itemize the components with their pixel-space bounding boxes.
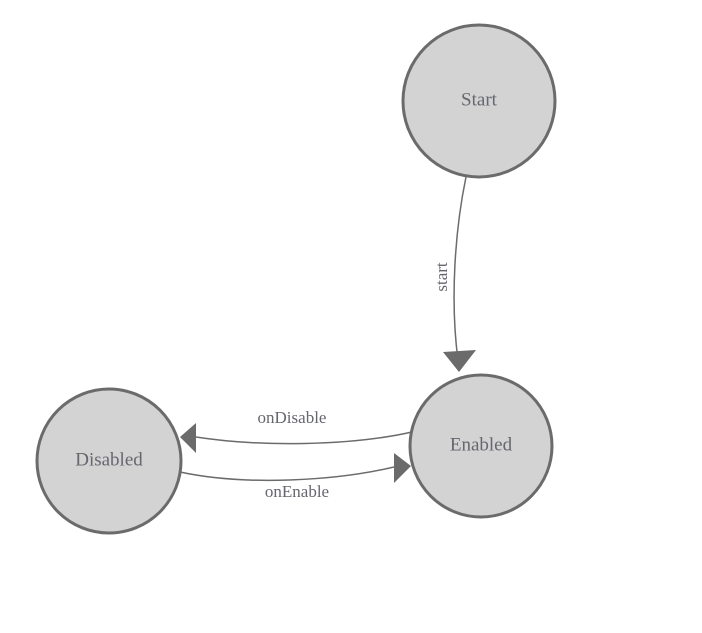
arrowhead-icon <box>443 350 476 372</box>
arrowhead-icon <box>180 423 196 453</box>
edge-label-on-disable: onDisable <box>258 408 327 427</box>
node-start[interactable]: Start <box>401 23 557 179</box>
edge-start-to-enabled-path <box>453 176 467 361</box>
node-disabled[interactable]: Disabled <box>35 387 183 535</box>
node-enabled-circle <box>408 373 554 519</box>
node-disabled-label: Disabled <box>75 449 143 470</box>
node-enabled-label: Enabled <box>450 434 513 455</box>
node-disabled-circle <box>35 387 183 535</box>
edge-enabled-to-disabled[interactable]: onDisable <box>180 408 413 453</box>
edge-enabled-to-disabled-path <box>195 431 413 445</box>
edge-start-to-enabled[interactable]: start <box>432 176 476 372</box>
edge-label-on-enable: onEnable <box>265 482 329 501</box>
edge-disabled-to-enabled[interactable]: onEnable <box>179 453 411 501</box>
arrowhead-icon <box>394 453 411 483</box>
edge-label-start: start <box>432 262 451 292</box>
nodes-layer: Start Enabled Disabled <box>35 23 557 535</box>
edges-layer: start onDisable onEnable <box>179 176 476 501</box>
node-start-label: Start <box>461 89 498 110</box>
node-start-circle <box>401 23 557 179</box>
edge-disabled-to-enabled-path <box>179 466 395 482</box>
node-enabled[interactable]: Enabled <box>408 373 554 519</box>
